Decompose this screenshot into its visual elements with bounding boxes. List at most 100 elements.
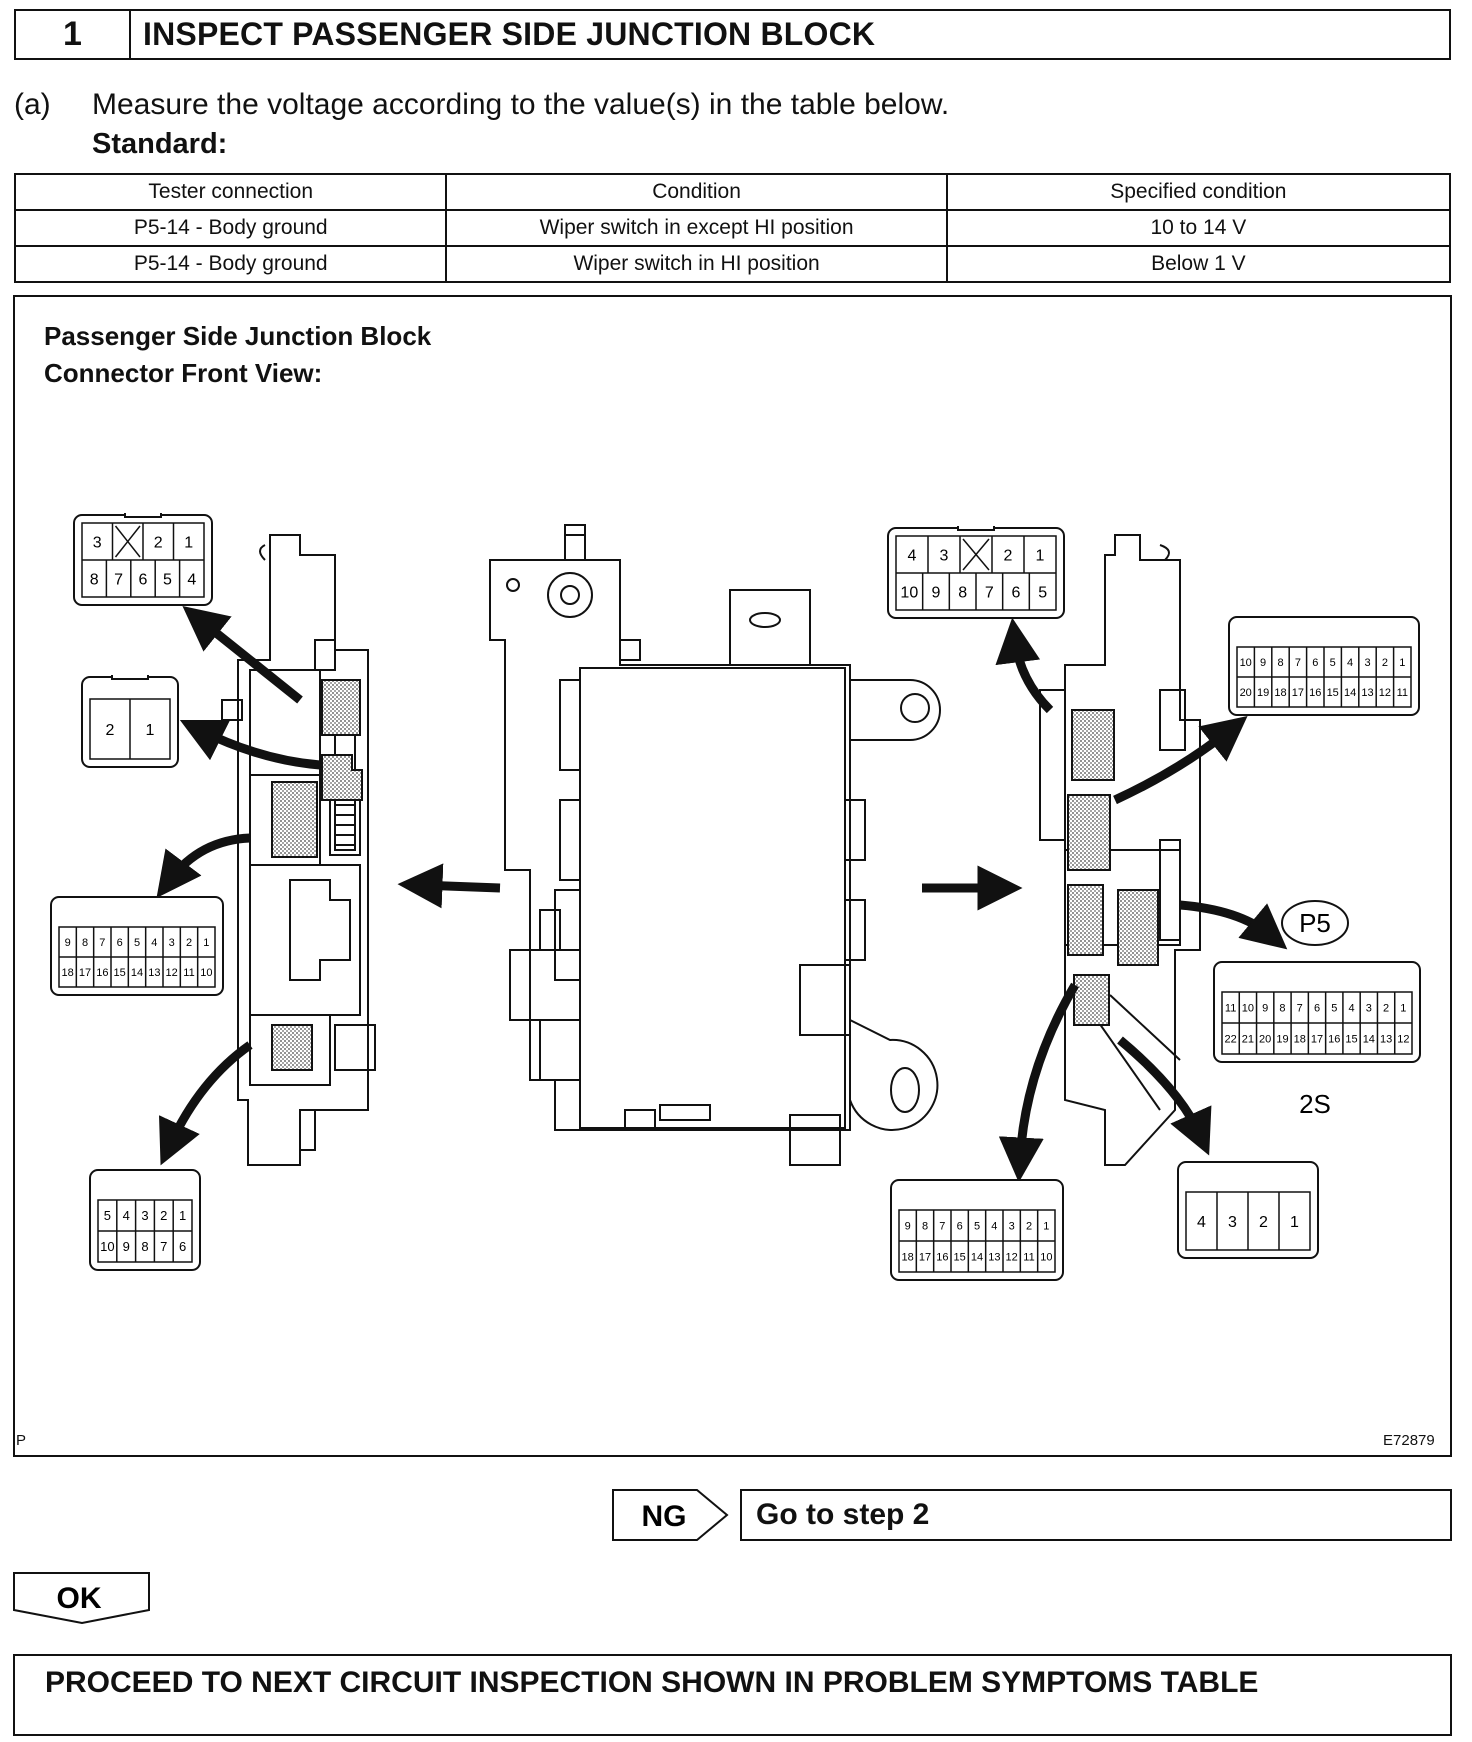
pin-number: 10 (1240, 657, 1252, 669)
pin-number: 3 (1009, 1220, 1015, 1232)
pin-number: 12 (1379, 687, 1391, 699)
pin-number: 12 (166, 967, 178, 979)
pin-number: 3 (169, 937, 175, 949)
pin-number: 1 (184, 534, 193, 551)
pin-number: 2 (1382, 657, 1388, 669)
pin-number: 18 (1274, 687, 1286, 699)
pin-number: 13 (1380, 1033, 1392, 1045)
arrows (156, 605, 1288, 1183)
table-row: P5-14 - Body ground Wiper switch in HI p… (13, 245, 1452, 283)
pin-number: 3 (141, 1208, 148, 1223)
table-cell: 10 to 14 V (945, 209, 1452, 247)
pin-number: 3 (940, 547, 949, 564)
pin-number: 5 (1038, 584, 1047, 601)
p5-label: P5 (1299, 908, 1331, 938)
pin-number: 11 (1023, 1251, 1034, 1263)
pin-number: 8 (958, 584, 967, 601)
pin-number: 7 (1295, 657, 1301, 669)
pin-number: 14 (131, 967, 143, 979)
pin-number: 15 (1327, 687, 1339, 699)
pin-number: 13 (988, 1251, 1000, 1263)
instruction: (a)Measure the voltage according to the … (14, 88, 949, 122)
connector-label-group: P5 2S (1281, 900, 1349, 1119)
header-specified-condition: Specified condition (945, 173, 1452, 211)
pin-number: 2 (1004, 547, 1013, 564)
pin-number: 3 (1228, 1214, 1237, 1231)
p5-label-ring (1281, 900, 1349, 946)
pin-number: 8 (141, 1239, 148, 1254)
pin-number: 5 (104, 1208, 111, 1223)
pin-number: 4 (1197, 1214, 1206, 1231)
step-header: 1 INSPECT PASSENGER SIDE JUNCTION BLOCK (14, 9, 1451, 60)
pin-number: 6 (1312, 657, 1318, 669)
pin-number: 4 (123, 1208, 130, 1223)
pin-number: 6 (179, 1239, 186, 1254)
pin-number: 10 (900, 584, 918, 601)
pin-number: 2 (160, 1208, 167, 1223)
pin-number: 20 (1259, 1033, 1271, 1045)
pin-number: 16 (1328, 1033, 1340, 1045)
pin-number: 16 (96, 967, 108, 979)
pin-number: 10 (200, 967, 212, 979)
pin-number: 4 (908, 547, 917, 564)
pin-number: 16 (1309, 687, 1321, 699)
pin-number: 10 (1242, 1002, 1254, 1014)
pin-number: 2 (1383, 1002, 1389, 1014)
pin-number: 2 (106, 722, 115, 739)
pin-number: 2 (1259, 1214, 1268, 1231)
spec-table: Tester connection Condition Specified co… (13, 173, 1452, 283)
pin-number: 15 (954, 1251, 966, 1263)
pin-number: 8 (82, 937, 88, 949)
pin-number: 3 (1364, 657, 1370, 669)
pin-number: 7 (114, 571, 123, 588)
pin-number: 8 (1279, 1002, 1285, 1014)
ng-box: NG (612, 1489, 729, 1541)
pin-number: 8 (1277, 657, 1283, 669)
pin-number: 4 (187, 571, 196, 588)
left-side-view (221, 534, 376, 1166)
pin-number: 17 (919, 1251, 931, 1263)
pin-number: 2 (1026, 1220, 1032, 1232)
table-cell: P5-14 - Body ground (13, 209, 448, 247)
figure-title: Passenger Side Junction Block Connector … (44, 318, 431, 392)
pin-number: 3 (93, 534, 102, 551)
pin-number: 4 (151, 937, 157, 949)
table-cell: P5-14 - Body ground (13, 245, 448, 283)
pin-number: 11 (1397, 687, 1408, 699)
pin-number: 4 (1347, 657, 1353, 669)
two-s-label: 2S (1299, 1089, 1331, 1119)
pin-number: 6 (957, 1220, 963, 1232)
pin-number: 19 (1257, 687, 1269, 699)
figure-code: E72879 (1383, 1432, 1435, 1449)
pin-number: 14 (1344, 687, 1356, 699)
pin-number: 8 (90, 571, 99, 588)
pin-number: 6 (1012, 584, 1021, 601)
table-cell: Below 1 V (945, 245, 1452, 283)
pin-number: 19 (1276, 1033, 1288, 1045)
instruction-label: (a) (14, 88, 51, 121)
pin-number: 16 (936, 1251, 948, 1263)
pin-number: 9 (1260, 657, 1266, 669)
pin-number: 13 (1361, 687, 1373, 699)
table-header-row: Tester connection Condition Specified co… (13, 173, 1452, 211)
pin-number: 2 (154, 534, 163, 551)
figure-title-line2: Connector Front View: (44, 358, 323, 388)
pin-number: 9 (65, 937, 71, 949)
pin-number: 22 (1225, 1033, 1237, 1045)
pin-number: 7 (985, 584, 994, 601)
ok-box: OK (13, 1572, 150, 1624)
pin-number: 1 (1036, 547, 1045, 564)
pin-number: 6 (117, 937, 123, 949)
pin-number: 3 (1366, 1002, 1372, 1014)
pin-number: 1 (146, 722, 155, 739)
pin-number: 14 (1363, 1033, 1375, 1045)
table-cell: Wiper switch in HI position (445, 245, 948, 283)
figure-title-line1: Passenger Side Junction Block (44, 321, 432, 351)
junction-block-diagram (156, 524, 1288, 1183)
